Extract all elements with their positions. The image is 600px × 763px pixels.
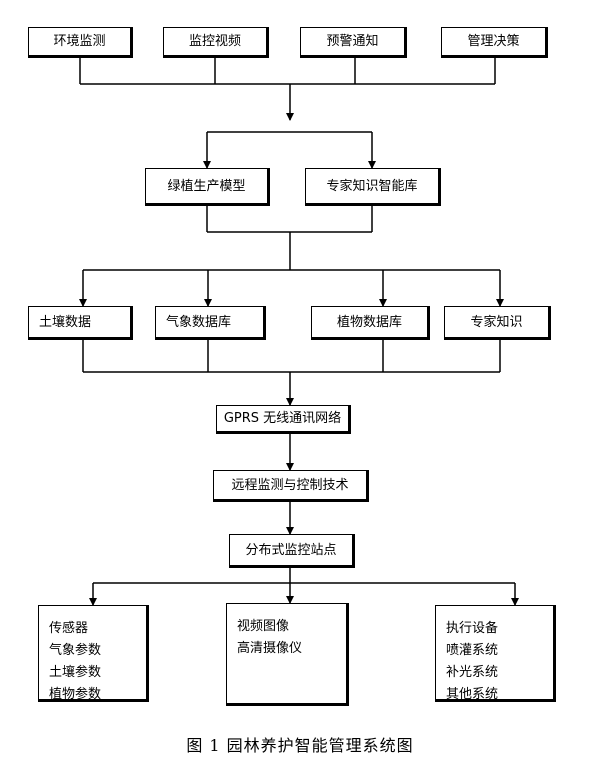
box-video-image: 视频图像 高清摄像仪 [226,603,349,706]
connector-row2-to-bus [206,205,373,233]
box-management-decision: 管理决策 [441,27,548,58]
figure-caption: 图 1 园林养护智能管理系统图 [186,736,414,755]
connector-row1-to-bus [79,56,496,85]
actuator-line-title: 执行设备 [446,621,499,636]
connector-row3-to-bus [82,339,501,373]
sensor-line-soil: 土壤参数 [49,665,102,680]
sensor-line-plant: 植物参数 [49,687,102,702]
sensor-line-weather: 气象参数 [49,643,102,658]
box-gprs-network: GPRS 无线通讯网络 [216,405,351,434]
box-plant-database: 植物数据库 [311,306,430,340]
box-remote-monitoring-control: 远程监测与控制技术 [213,470,369,502]
actuator-line-irrigation: 喷灌系统 [446,643,499,658]
box-soil-data: 土壤数据 [28,306,133,340]
box-expert-knowledge: 专家知识 [444,306,551,340]
box-green-production-model: 绿植生产模型 [145,168,270,206]
box-weather-database: 气象数据库 [155,306,266,340]
video-line-camera: 高清摄像仪 [237,641,303,656]
video-line-title: 视频图像 [237,619,290,634]
actuator-line-other: 其他系统 [446,687,499,702]
box-warning-notice: 预警通知 [300,27,407,58]
box-expert-knowledge-library: 专家知识智能库 [305,168,441,206]
box-environment-monitoring: 环境监测 [28,27,133,58]
box-actuators: 执行设备 喷灌系统 补光系统 其他系统 [435,605,556,702]
box-distributed-monitoring-station: 分布式监控站点 [229,534,355,568]
box-video-surveillance: 监控视频 [163,27,269,58]
box-sensors: 传感器 气象参数 土壤参数 植物参数 [38,605,149,702]
sensor-line-title: 传感器 [49,621,89,636]
actuator-line-lighting: 补光系统 [446,665,499,680]
